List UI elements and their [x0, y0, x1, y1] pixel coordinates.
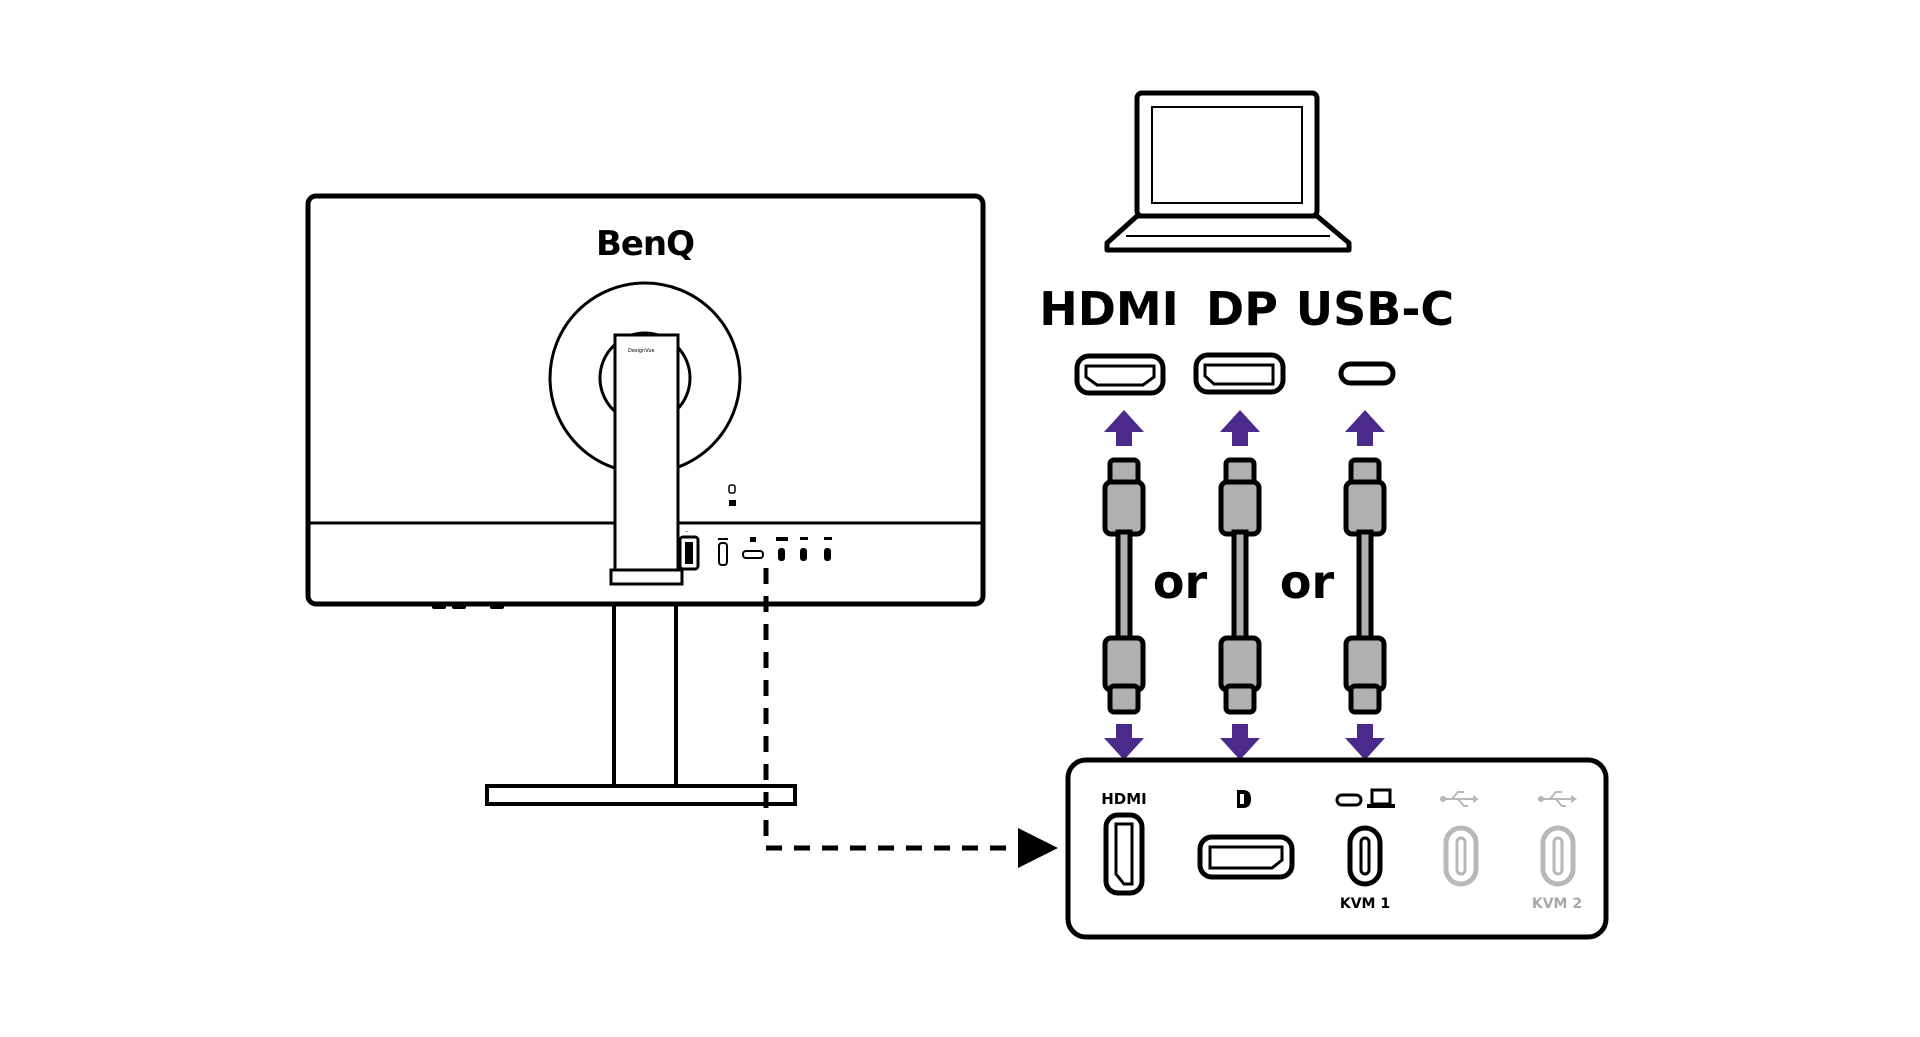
laptop-icon	[1104, 90, 1352, 253]
callout-dashed-line	[763, 568, 1018, 851]
usb-c-port-icon	[1338, 361, 1396, 386]
panel-hdmi-port-icon	[1103, 812, 1145, 896]
cable-hdmi	[1102, 410, 1146, 760]
down-arrow-usbc	[1345, 724, 1385, 760]
monitor-port-row	[718, 537, 832, 566]
power-icon: ~	[678, 529, 700, 571]
monitor-stand-base	[485, 784, 797, 806]
panel-usbc-kvm1-port-icon	[1347, 825, 1383, 887]
svg-text:~: ~	[685, 529, 688, 534]
or-label-2: or	[1280, 555, 1335, 609]
cable-group	[1102, 410, 1387, 760]
lock-icon	[728, 484, 736, 506]
cable-usbc	[1343, 410, 1387, 760]
panel-dp-logo-icon	[1237, 790, 1251, 808]
panel-usb-icon-1	[1440, 791, 1479, 807]
panel-usbc-grey-port-icon-1	[1443, 825, 1479, 887]
up-arrow-usbc	[1345, 410, 1385, 446]
up-arrow-dp	[1220, 410, 1260, 446]
source-label-usbc: USB-C	[1296, 282, 1454, 336]
displayport-icon	[1193, 352, 1286, 395]
monitor-brand-logo: BenQ	[596, 224, 694, 264]
up-arrow-hdmi	[1104, 410, 1144, 446]
panel-kvm2-label: KVM 2	[1532, 896, 1582, 912]
panel-usb-icon-2	[1538, 791, 1577, 807]
stand-arm	[613, 333, 680, 577]
monitor-back: BenQ DesignVue ~	[305, 193, 986, 806]
panel-usbc-laptop-icon	[1335, 788, 1395, 808]
hdmi-port-icon	[1074, 353, 1166, 396]
port-panel: HDMI KVM 1	[1065, 757, 1609, 940]
cable-dp	[1218, 410, 1262, 760]
down-arrow-hdmi	[1104, 724, 1144, 760]
down-arrow-dp	[1220, 724, 1260, 760]
or-label-1: or	[1153, 555, 1208, 609]
panel-dp-port-icon	[1197, 834, 1295, 880]
source-label-dp: DP	[1206, 282, 1278, 336]
panel-hdmi-label: HDMI	[1101, 790, 1147, 808]
callout-arrowhead	[1018, 828, 1058, 868]
stand-label: DesignVue	[628, 348, 655, 354]
panel-kvm1-label: KVM 1	[1340, 896, 1390, 912]
source-label-hdmi: HDMI	[1039, 282, 1179, 336]
panel-usbc-grey-port-icon-2	[1540, 825, 1576, 887]
